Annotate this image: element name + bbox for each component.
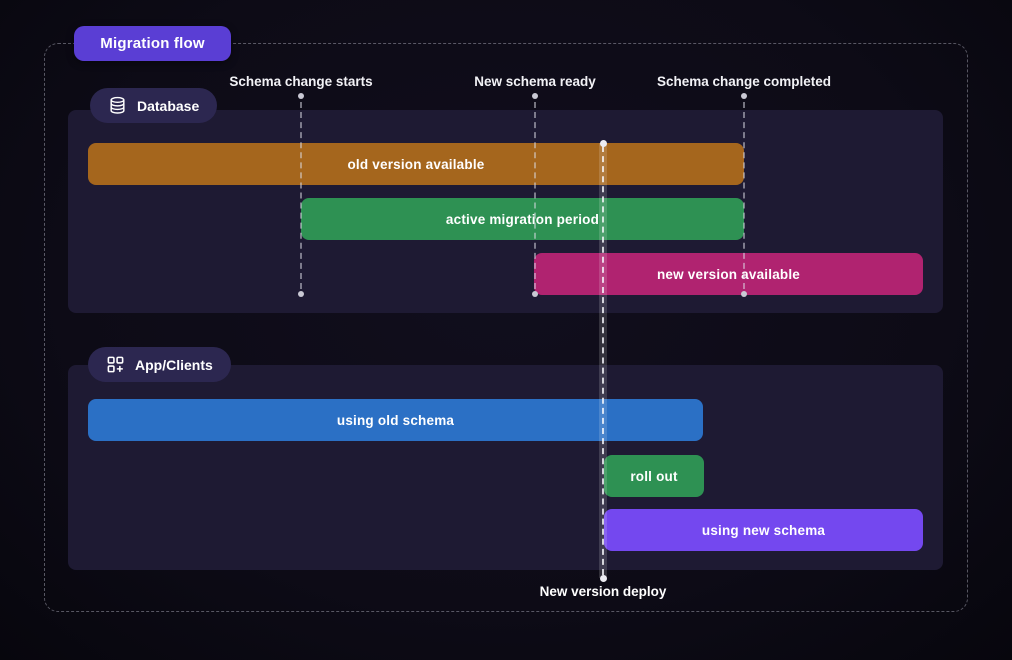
database-icon	[108, 96, 127, 115]
milestone-line-schema-change-starts	[300, 102, 302, 289]
lane-badge-database: Database	[90, 88, 218, 123]
milestone-bottom-dot-schema-change-starts	[298, 291, 304, 297]
flow-title-badge: Migration flow	[74, 26, 231, 61]
milestone-bottom-dot-schema-change-completed	[741, 291, 747, 297]
lane-label-app-clients: App/Clients	[135, 356, 213, 373]
milestone-bottom-dot-new-schema-ready	[532, 291, 538, 297]
milestone-line-new-schema-ready	[534, 102, 536, 289]
milestone-label-schema-change-completed: Schema change completed	[656, 74, 832, 89]
bar-using-new-schema: using new schema	[604, 509, 923, 551]
flow-frame	[44, 43, 968, 612]
flow-title: Migration flow	[100, 35, 205, 52]
milestone-line-schema-change-completed	[743, 102, 745, 289]
bar-old-version-available: old version available	[88, 143, 744, 185]
milestone-label-schema-change-starts: Schema change starts	[229, 74, 373, 89]
bar-new-version-available: new version available	[534, 253, 923, 295]
milestone-top-dot-schema-change-completed	[741, 93, 747, 99]
milestone-top-dot-schema-change-starts	[298, 93, 304, 99]
lane-badge-app-clients: App/Clients	[88, 347, 231, 382]
milestone-label-new-schema-ready: New schema ready	[474, 74, 596, 89]
bar-active-migration-period: active migration period	[301, 198, 744, 240]
bar-roll-out: roll out	[604, 455, 704, 497]
lane-label-database: Database	[137, 97, 200, 114]
deploy-bottom-dot	[599, 574, 607, 582]
deploy-line	[602, 146, 604, 575]
bar-using-old-schema: using old schema	[88, 399, 703, 441]
milestone-top-dot-new-schema-ready	[532, 93, 538, 99]
deploy-top-dot	[599, 139, 607, 147]
deploy-label: New version deploy	[539, 584, 667, 599]
apps-plus-icon	[106, 355, 125, 374]
